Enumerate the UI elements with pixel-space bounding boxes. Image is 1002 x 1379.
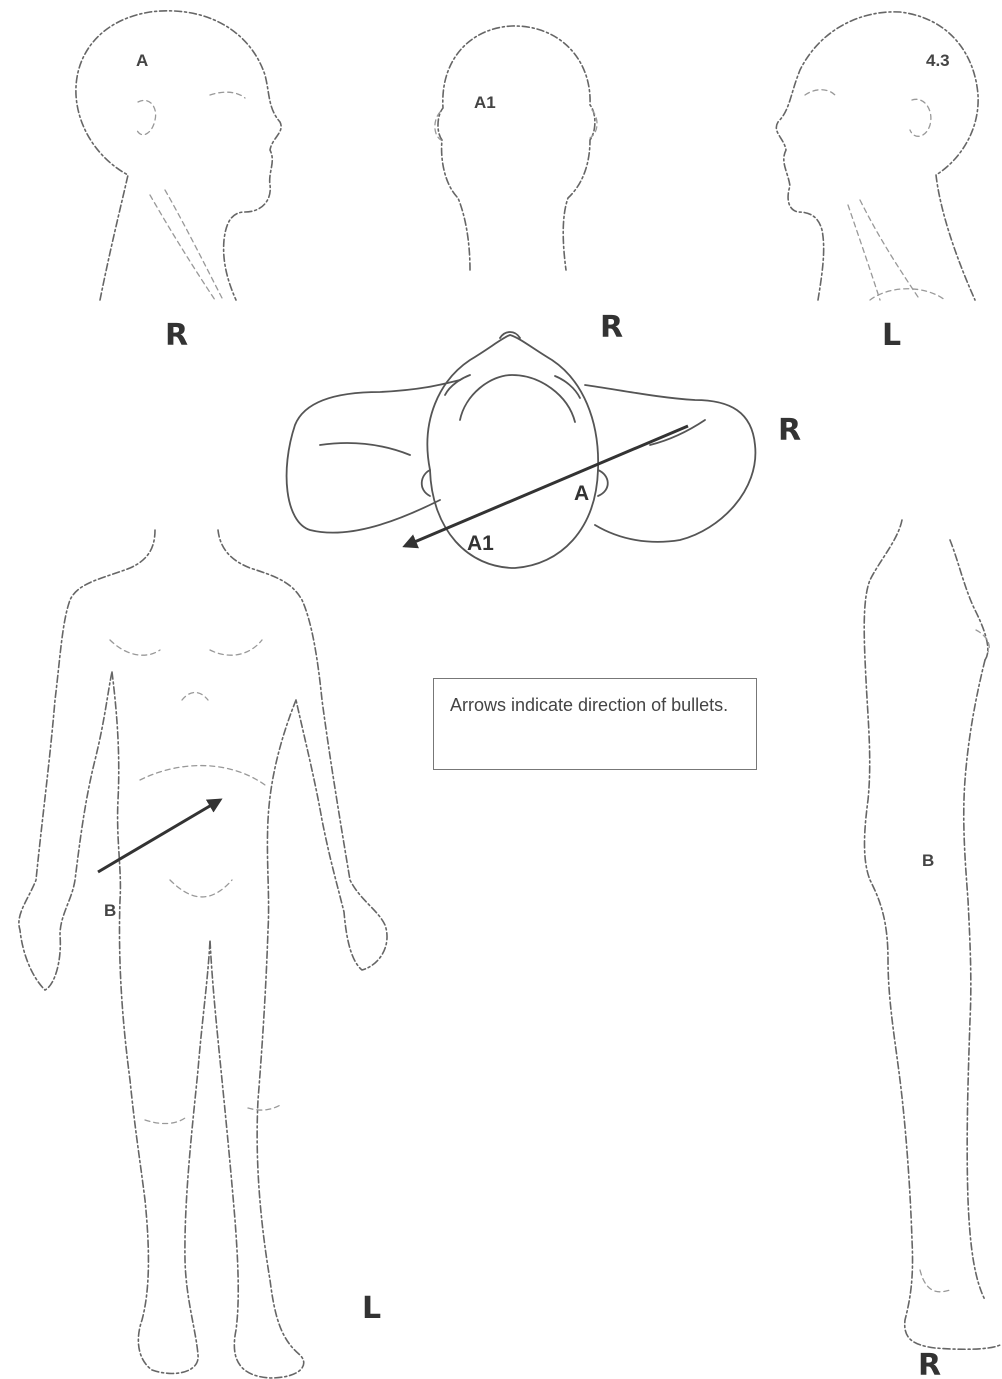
side-label-right: R — [778, 413, 801, 448]
head-back-view — [435, 26, 597, 270]
legend-box: Arrows indicate direction of bullets. — [433, 678, 757, 770]
head-right-profile-view — [76, 11, 281, 300]
body-side-view — [864, 520, 1000, 1349]
head-top-view — [287, 332, 756, 568]
wound-label-a1-exit: A1 — [467, 532, 494, 555]
side-label-right: R — [600, 310, 623, 345]
wound-label-b-front: B — [104, 901, 116, 920]
legend-text: Arrows indicate direction of bullets. — [450, 695, 728, 715]
side-label-right: R — [918, 1348, 941, 1379]
wound-label-a1: A1 — [474, 93, 496, 112]
side-label-left: L — [362, 1291, 381, 1326]
body-front-view — [19, 530, 387, 1378]
side-label-left: L — [882, 318, 901, 353]
bullet-path-arrow-head — [405, 426, 688, 546]
side-label-right: R — [165, 318, 188, 353]
wound-label-a: A — [136, 51, 148, 70]
bullet-path-arrow-body — [98, 800, 220, 872]
wound-label-4-3: 4.3 — [926, 51, 950, 70]
wound-label-a-entry: A — [574, 482, 589, 505]
wound-label-b-side: B — [922, 851, 934, 870]
